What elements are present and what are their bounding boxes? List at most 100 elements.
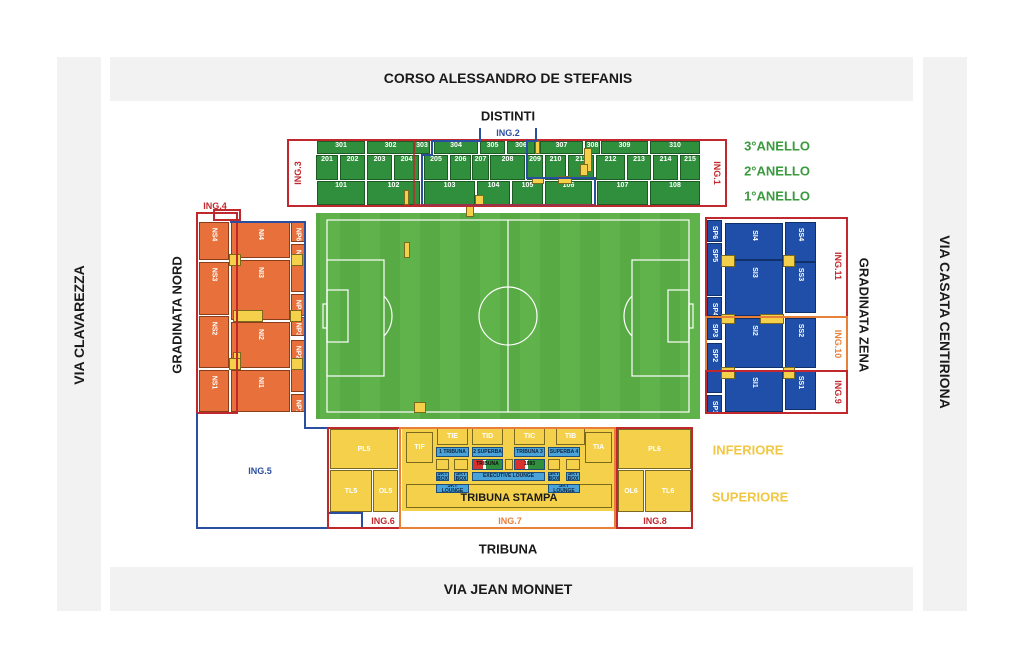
section-ns4[interactable]: NS4 [199,222,229,260]
section-label: NS1 [210,375,218,390]
section-sp1[interactable]: SP1 [707,395,722,413]
section-label: SKY BOX [567,472,579,481]
section-executive-lounge[interactable]: EXECUTIVE LOUNGE [472,472,545,481]
entrance-ing4: ING.4 [203,201,227,211]
section-label: NI1 [257,377,264,388]
street-north: CORSO ALESSANDRO DE STEFANIS [383,70,633,86]
section-ss2[interactable]: SS2 [785,318,816,368]
section-202[interactable]: 202 [340,155,365,180]
road-north [110,57,913,101]
section-label: TIE [447,432,458,440]
section-sp6[interactable]: SP6 [707,220,722,242]
section-label: SI4 [750,230,758,241]
section-label: 301 [335,142,347,149]
section-np6[interactable]: NP6 [291,222,305,242]
section-tl5[interactable]: TL5 [330,470,372,512]
section-sky-lounge[interactable]: SKY LOUNGE [548,484,580,493]
section-1-tribuna[interactable]: 1 TRIBUNA [436,447,469,457]
section-306[interactable]: 306 [507,141,535,154]
section-tribuna[interactable]: TRIBUNA [472,459,503,470]
section-tia[interactable]: TIA [585,432,612,463]
section-label: PL6 [648,445,661,453]
section-sky-box[interactable]: SKY BOX [454,472,468,481]
entrance-ing9: ING.9 [833,380,843,404]
section-107[interactable]: 107 [597,181,648,205]
section-label: OL6 [624,487,638,495]
section-102[interactable]: 102 [367,181,420,205]
section-sky-box[interactable]: SKY BOX [436,472,449,481]
section-309[interactable]: 309 [601,141,648,154]
section-203[interactable]: 203 [367,155,392,180]
section-label: 201 [321,156,333,163]
section-tif[interactable]: TIF [406,432,433,463]
section-sp4[interactable]: SP4 [707,297,722,316]
road-east [923,57,967,611]
section-ns3[interactable]: NS3 [199,262,229,315]
access-stair [233,310,263,322]
section-205[interactable]: 205 [424,155,448,180]
section-305[interactable]: 305 [480,141,505,154]
access-stair [404,190,409,205]
section-np5[interactable]: NP5 [291,244,305,292]
section-sky-box[interactable]: SKY BOX [548,472,560,481]
section-label: 207 [474,156,487,163]
section-si3[interactable]: SI3 [725,260,783,316]
section-106[interactable]: 106 [545,181,592,205]
section-sp2[interactable]: SP2 [707,343,722,393]
section-302[interactable]: 302 [367,141,414,154]
section-1893[interactable]: 1893 [514,459,545,470]
section-sp3[interactable]: SP3 [707,318,722,340]
section-tribuna-3[interactable]: TRIBUNA 3 [514,447,545,457]
section-ol6[interactable]: OL6 [618,470,644,512]
section-303[interactable]: 303 [414,141,430,154]
section-2-superba[interactable]: 2 SUPERBA [472,447,503,457]
section-tl6[interactable]: TL6 [645,470,691,512]
section-209[interactable]: 209 [527,155,543,180]
section-sky-lounge[interactable]: SKY LOUNGE [436,484,469,493]
section-212[interactable]: 212 [596,155,625,180]
section-103[interactable]: 103 [424,181,475,205]
section-207[interactable]: 207 [472,155,489,180]
section-label: 302 [384,142,397,149]
section-pl5[interactable]: PL5 [330,429,398,469]
section-108[interactable]: 108 [650,181,700,205]
stand-tribuna: TRIBUNA [478,541,538,557]
section-105[interactable]: 105 [512,181,543,205]
access-stair [721,255,735,267]
section-206[interactable]: 206 [450,155,471,180]
section-307[interactable]: 307 [540,141,583,154]
section-213[interactable]: 213 [627,155,651,180]
section-208[interactable]: 208 [490,155,525,180]
section-tib[interactable]: TIB [556,427,585,445]
section-304[interactable]: 304 [434,141,478,154]
section-label: SP1 [711,400,719,413]
section-101[interactable]: 101 [317,181,365,205]
section-ns1[interactable]: NS1 [199,370,229,412]
section-sp5[interactable]: SP5 [707,243,722,296]
section-201[interactable]: 201 [316,155,338,180]
section-tic[interactable]: TIC [514,427,545,445]
section-214[interactable]: 214 [653,155,678,180]
section-tie[interactable]: TIE [437,427,468,445]
section-310[interactable]: 310 [650,141,700,154]
section-superba-4[interactable]: SUPERBA 4 [548,447,580,457]
section-label: NS2 [210,321,218,336]
road-west [57,57,101,611]
section-sky-box[interactable]: SKY BOX [566,472,580,481]
section-204[interactable]: 204 [394,155,419,180]
section-ns2[interactable]: NS2 [199,316,229,368]
section-301[interactable]: 301 [317,141,365,154]
section-np1[interactable]: NP1 [291,394,305,412]
section-label: SKY BOX [548,472,560,481]
section-si2[interactable]: SI2 [725,318,783,368]
section-ni4[interactable]: NI4 [231,222,290,258]
section-215[interactable]: 215 [680,155,700,180]
section-ol5[interactable]: OL5 [373,470,398,512]
section-ni1[interactable]: NI1 [231,370,290,412]
section-pl6[interactable]: PL6 [618,429,691,469]
access-stair [229,254,241,266]
section-label: SS4 [796,227,804,242]
section-tid[interactable]: TID [472,427,503,445]
section-ss3[interactable]: SS3 [785,262,816,313]
access-stair [580,164,588,176]
